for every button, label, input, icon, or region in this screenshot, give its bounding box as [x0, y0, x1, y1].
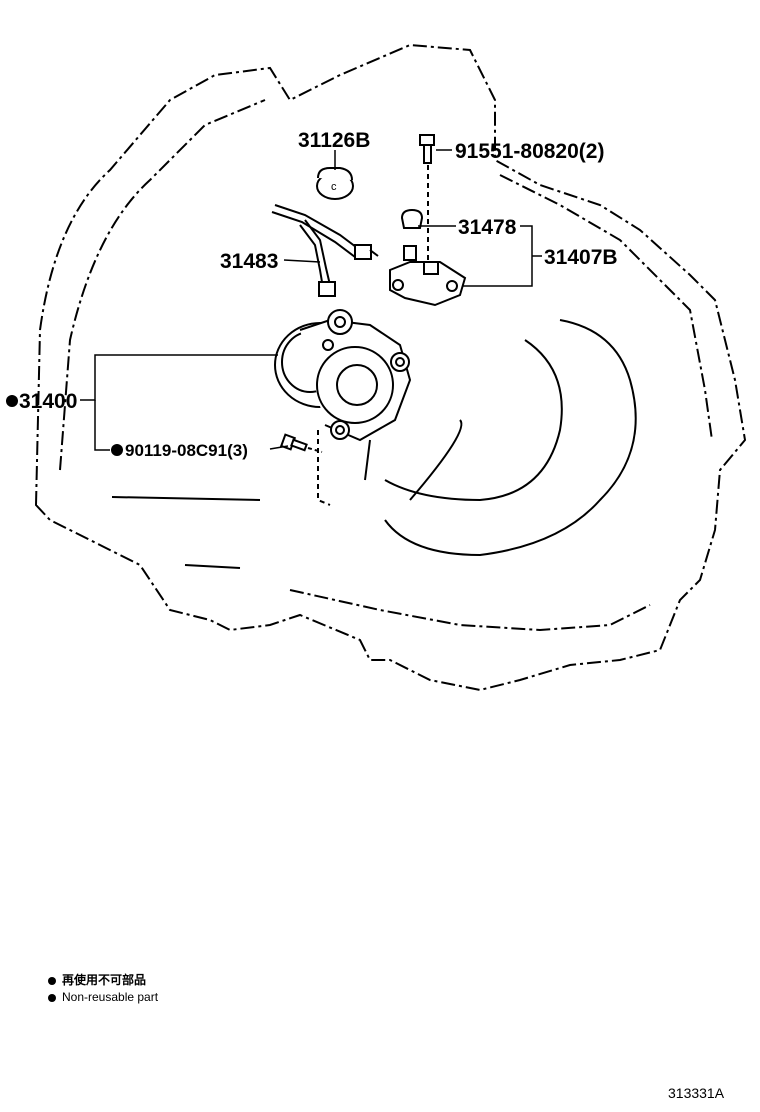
- callout-90119-08c91: 90119-08C91(3): [125, 441, 248, 460]
- boot-part: c: [316, 167, 354, 200]
- bullet-icon: [48, 976, 56, 985]
- callout-31400: 31400: [19, 390, 77, 413]
- legend: 再使用不可部品 Non-reusable part: [48, 972, 158, 1006]
- transmission-housing-outline: [34, 43, 747, 692]
- bolt-union: [419, 134, 435, 260]
- diagram-id: 313331A: [668, 1085, 725, 1101]
- callout-31126b: 31126B: [298, 129, 370, 152]
- bullet-icon: [48, 993, 56, 1002]
- non-reusable-marker-90119: [111, 444, 123, 456]
- svg-text:c: c: [331, 181, 337, 193]
- plug-part: [400, 208, 424, 229]
- legend-row-jp: 再使用不可部品: [48, 972, 158, 989]
- callout-31483: 31483: [220, 250, 278, 273]
- bracket-part: [389, 245, 467, 307]
- leader-lines: [80, 149, 542, 451]
- legend-text-en: Non-reusable part: [62, 990, 159, 1004]
- callout-31478: 31478: [458, 216, 517, 239]
- callout-31407b: 31407B: [544, 246, 618, 269]
- callout-91551-80820: 91551-80820(2): [455, 140, 604, 163]
- legend-row-en: Non-reusable part: [48, 989, 158, 1006]
- release-cylinder: [274, 309, 412, 442]
- legend-text-jp: 再使用不可部品: [62, 973, 147, 987]
- cylinder-bolt: [279, 430, 331, 506]
- clutch-tube: [271, 204, 379, 297]
- bellhousing-contours: [111, 319, 637, 569]
- non-reusable-marker-31400: [6, 395, 18, 407]
